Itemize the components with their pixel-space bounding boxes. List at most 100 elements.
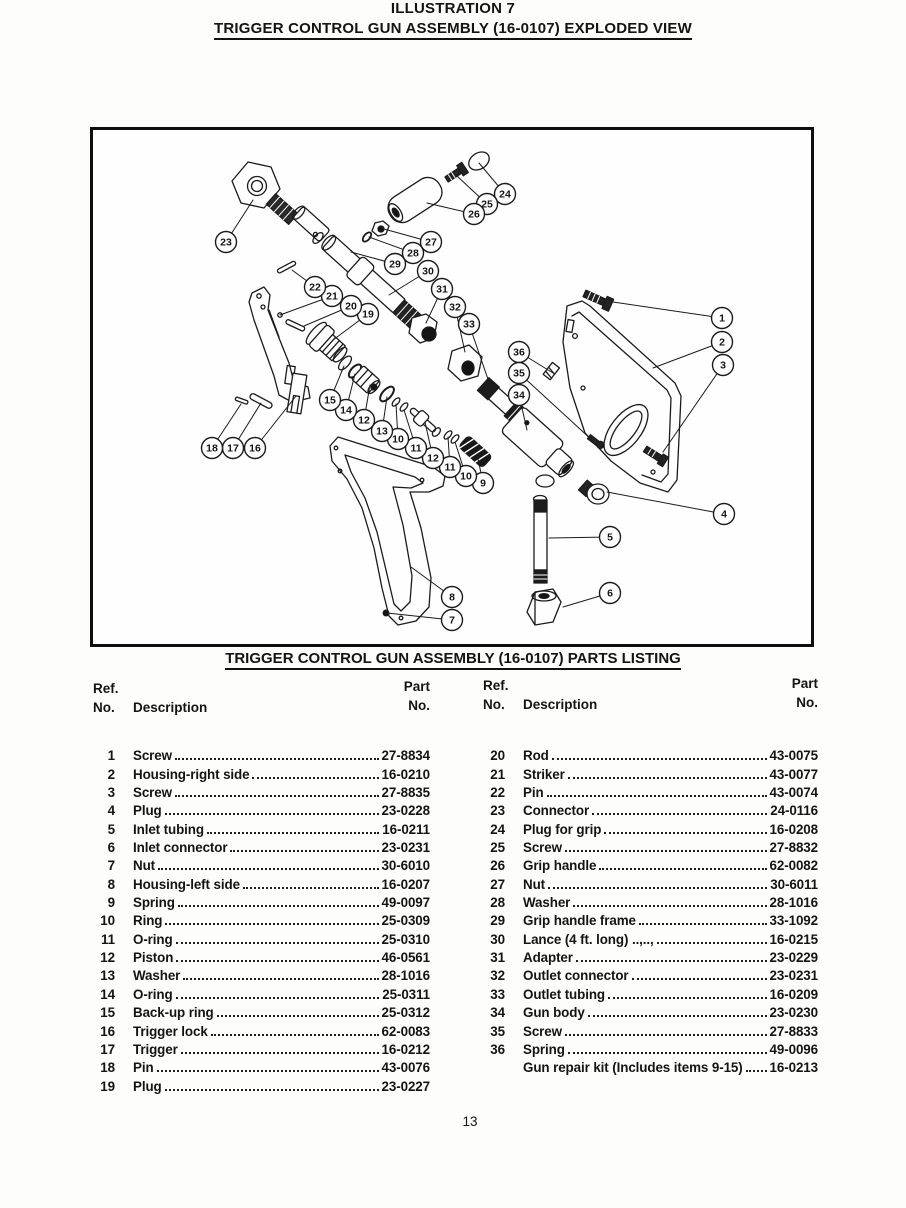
part-number: 49-0097 [381,895,431,911]
pin-22 [276,260,297,274]
callout-number: 9 [480,478,486,490]
part-description: Screw [133,748,172,764]
dotted-leader [608,996,767,999]
washer-13 [379,385,395,403]
dotted-leader [165,923,379,926]
part-description: Outlet tubing [523,986,605,1002]
dotted-leader [638,923,767,926]
callout-number: 6 [607,588,613,600]
part-number: 43-0075 [769,748,819,764]
part-description: Nut [523,876,546,892]
dotted-leader [567,1051,767,1054]
part-description: Inlet connector [133,840,228,856]
dotted-leader [567,776,767,779]
callout-33: 33 [457,312,492,389]
ref-no: 10 [100,913,115,929]
part-number: 16-0212 [381,1041,431,1057]
parts-listing-title: TRIGGER CONTROL GUN ASSEMBLY (16-0107) P… [90,650,816,670]
callout-number: 5 [607,532,613,544]
ref-no: 12 [100,950,115,966]
callout-24: 24 [478,162,517,206]
outlet-connector-hex [447,344,483,382]
callout-12: 12 [421,421,445,470]
part-number: 30-6011 [770,876,818,892]
housing-right-side [562,300,682,493]
ref-no: 13 [100,968,115,984]
ref-no: 34 [490,1005,505,1021]
part-number: 27-8834 [381,748,431,764]
description-header: Description [133,700,208,715]
striker-cylinder [291,205,330,242]
ref-header: Ref. [483,678,509,693]
inlet-tubing [532,494,548,584]
gun-body [501,407,575,488]
callout-number: 27 [425,237,437,249]
grip-handle [387,176,443,224]
dotted-leader [176,960,379,963]
callout-number: 31 [436,284,448,296]
part-description: Pin [133,1060,154,1076]
dotted-leader [242,886,379,889]
ref-no: 11 [101,931,115,947]
part-description: Spring [523,1041,565,1057]
callout-7: 7 [386,608,464,632]
callout-11: 11 [403,409,428,460]
callout-number: 33 [463,319,475,331]
callout-13: 13 [370,396,394,443]
callout-number: 14 [340,405,352,417]
callout-number: 10 [460,471,472,483]
ref-no: 30 [490,931,505,947]
callout-30: 30 [388,259,440,296]
dotted-leader [564,1033,767,1036]
dotted-leader [745,1070,767,1073]
part-number: 23-0231 [769,968,819,984]
ref-no: 20 [490,748,505,764]
part-number: 16-0209 [769,986,819,1002]
callout-9: 9 [471,453,495,495]
dotted-leader [156,1070,379,1073]
part-number: 16-0210 [381,766,431,782]
part-number: 46-0561 [381,950,431,966]
grip-handle-frame [248,286,311,403]
dotted-leader [564,850,767,853]
ref-no: 7 [107,858,115,874]
callout-number: 10 [392,434,404,446]
ref-no: 2 [107,766,115,782]
dotted-leader [599,868,767,871]
part-description: Screw [133,785,172,801]
part-description: O-ring [133,986,173,1002]
callout-number: 30 [422,266,434,278]
part-number: 16-0211 [382,821,430,837]
ring-10 [391,397,401,407]
part-description: Trigger [133,1041,178,1057]
part-description: Piston [133,950,174,966]
callout-layer: 1234567891011121110131214151617181920212… [200,162,736,632]
dotted-leader [210,1033,379,1036]
dotted-leader [548,886,768,889]
lance-tube [321,234,406,314]
ref-no: 29 [490,913,505,929]
screw-3 [642,445,670,468]
part-number: 16-0213 [769,1060,819,1076]
callout-number: 2 [719,337,725,349]
callout-12: 12 [352,384,376,432]
part-number: 16-0215 [769,931,819,947]
washer-28 [361,231,373,243]
ref-no: 19 [100,1078,115,1094]
callout-16: 16 [243,395,297,460]
callout-32: 32 [443,295,467,353]
callout-number: 19 [362,309,374,321]
dotted-leader [587,1015,767,1018]
adapter [408,313,438,344]
callout-number: 11 [410,443,421,455]
callout-number: 21 [326,291,338,303]
callout-3: 3 [662,353,735,453]
ref-no: 31 [490,950,505,966]
callout-27: 27 [383,228,443,254]
